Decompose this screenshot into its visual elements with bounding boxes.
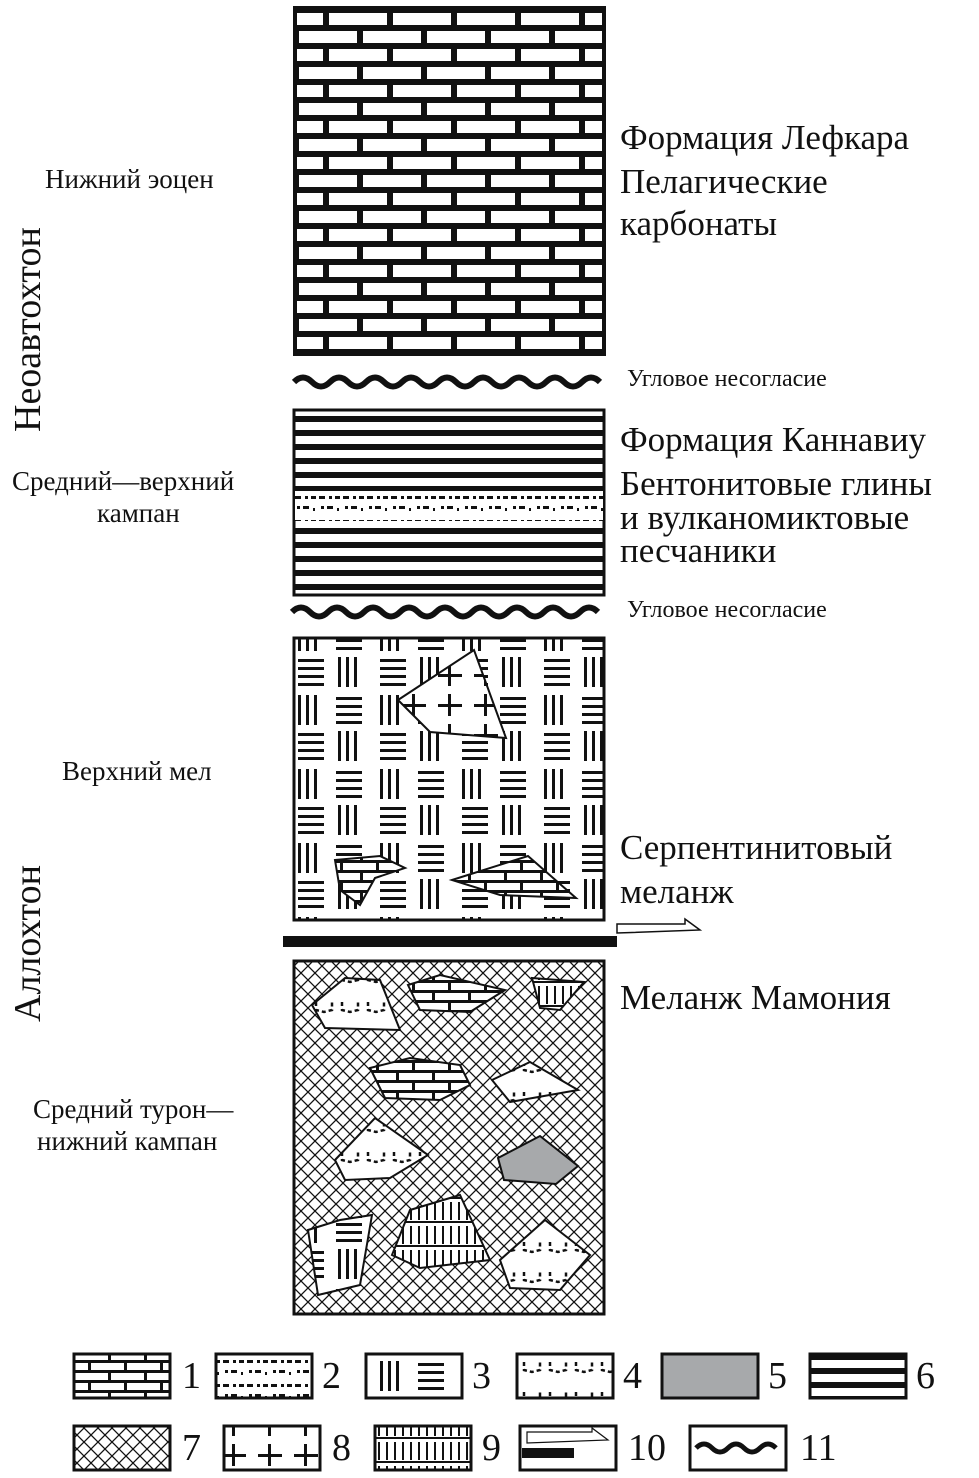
formation-lefkara: Формация Лефкара [620,118,910,157]
legend-swatch-sandstone [214,1352,314,1400]
sandstone-band [295,491,603,521]
volcanic-fragment [498,1218,592,1292]
formation-lefkara-desc-2: карбонаты [620,204,777,243]
unconformity-wavy-line [289,604,601,620]
granite-fragment [396,648,508,740]
limestone-fragment [448,854,579,900]
age-turonian: Средний турон— [33,1094,234,1124]
vlines-fragment [390,1193,492,1270]
age-lower-eocene: Нижний эоцен [45,164,214,194]
thrust-arrow [616,917,703,934]
formation-serpentinite: Серпентинитовый [620,828,893,867]
legend-thrust-arrow [526,1426,610,1444]
group-label-neoautochthon: Неоавтохтон [7,227,49,432]
age-turonian-2: нижний кампан [37,1126,218,1156]
volcanic-fragment [333,1116,430,1182]
legend-swatch-limestone [72,1352,172,1400]
legend-thrust-bar [522,1448,574,1458]
legend-swatch-granite [222,1424,322,1472]
legend-swatch-crosshatch [72,1424,172,1472]
legend-number: 2 [322,1355,341,1397]
serpentinite-fragment [306,1213,374,1297]
age-mid-upper-campanian-2: кампан [97,498,180,528]
limestone-fragment [406,973,508,1014]
legend-number: 6 [916,1355,935,1397]
legend-number: 8 [332,1427,351,1469]
formation-kannaviou-desc: Бентонитовые глины [620,464,932,503]
legend-wavy-line [694,1441,778,1455]
unconformity-label: Угловое несогласие [627,597,827,623]
legend-swatch-serpentinite [364,1352,464,1400]
formation-kannaviou: Формация Каннавиу [620,420,927,459]
formation-kannaviou-desc-2: и вулканомиктовые [620,498,910,537]
legend-swatch-volcanic [515,1352,615,1400]
legend-swatch-clay [808,1352,908,1400]
legend-number: 10 [628,1427,666,1469]
vlines-fragment [530,976,587,1012]
lefkara-layer [293,6,606,356]
legend-number: 4 [623,1355,642,1397]
volcanic-fragment [490,1060,581,1104]
limestone-fragment [368,1056,472,1102]
legend-number: 1 [182,1355,201,1397]
legend-number: 9 [482,1427,501,1469]
formation-serpentinite-2: меланж [620,872,734,911]
thrust-bar [283,936,617,947]
legend-number: 7 [182,1427,201,1469]
legend-swatch-vlines [373,1424,473,1472]
formation-lefkara-desc: Пелагические [620,162,828,201]
legend-swatch-unconformity [688,1424,788,1472]
legend-number: 3 [472,1355,491,1397]
age-upper-cretaceous: Верхний мел [62,756,212,786]
unconformity-label: Угловое несогласие [627,366,827,392]
limestone-fragment [333,854,408,907]
legend-number: 11 [800,1427,837,1469]
legend-swatch-basalt [660,1352,760,1400]
age-mid-upper-campanian: Средний—верхний [12,466,235,496]
formation-mamonia: Меланж Мамония [620,978,891,1017]
unconformity-wavy-line [291,374,603,390]
volcanic-fragment [310,976,402,1032]
formation-kannaviou-desc-3: песчаники [620,531,777,570]
legend-number: 5 [768,1355,787,1397]
group-label-allochthon: Аллохтон [7,865,49,1022]
basalt-fragment [496,1134,580,1186]
